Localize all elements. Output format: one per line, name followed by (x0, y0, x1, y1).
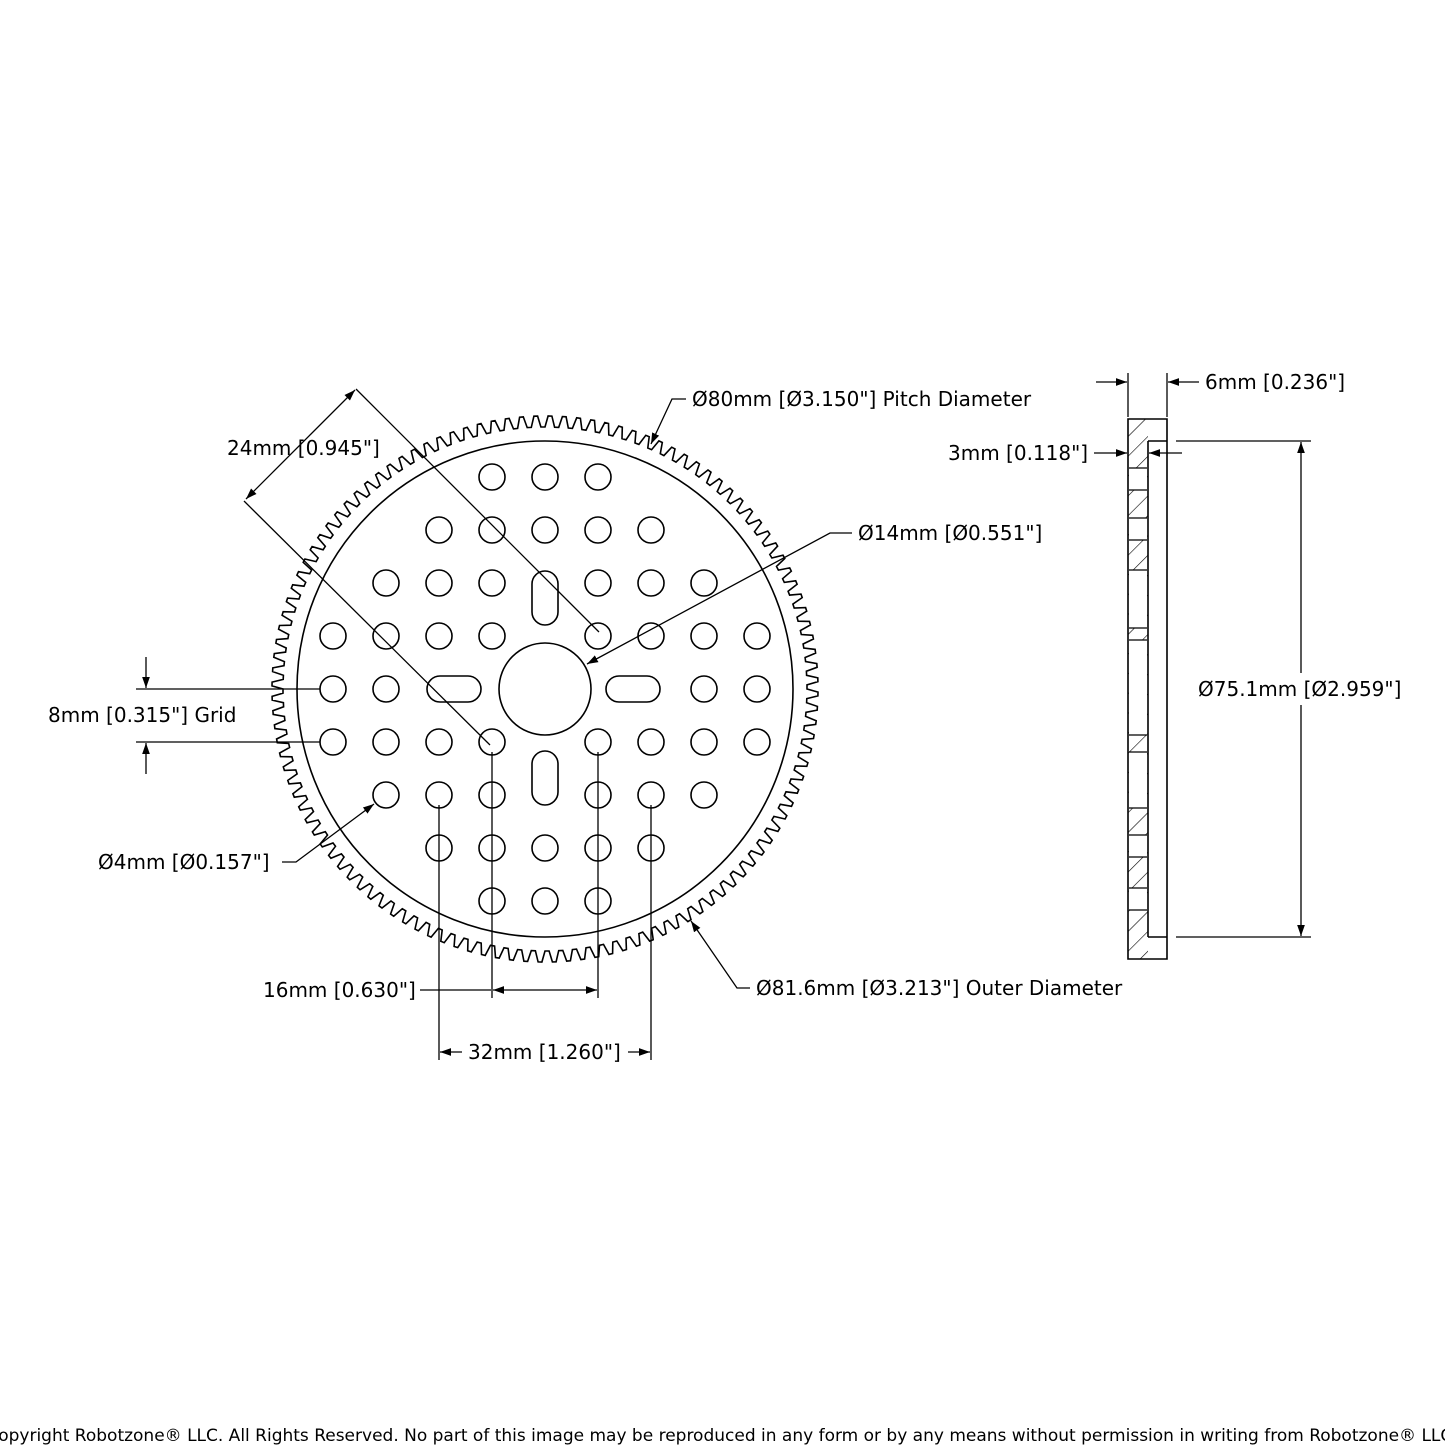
total-thickness-label: 6mm [0.236"] (1205, 370, 1345, 394)
hole-diameter-callout: Ø4mm [Ø0.157"] (98, 803, 375, 874)
grid-hole (319, 675, 347, 703)
center-bore (498, 642, 592, 736)
grid-hole (743, 675, 771, 703)
slot-top (531, 570, 559, 626)
grid-hole (372, 622, 400, 650)
center-bore-label: Ø14mm [Ø0.551"] (858, 521, 1042, 545)
hub-thickness-label: 3mm [0.118"] (948, 441, 1088, 465)
gear-front-view (271, 415, 819, 963)
grid-hole (425, 622, 453, 650)
grid-hole (319, 728, 347, 756)
grid-dimension: 8mm [0.315"] Grid (48, 657, 320, 774)
gear-side-view (1127, 418, 1168, 960)
hole-diameter-label: Ø4mm [Ø0.157"] (98, 850, 270, 874)
grid-hole (478, 516, 506, 544)
grid-hole (425, 516, 453, 544)
copyright-notice: Copyright Robotzone® LLC. All Rights Res… (0, 1426, 1445, 1445)
grid-hole (531, 463, 559, 491)
grid-hole (425, 781, 453, 809)
hub-diameter-label: Ø75.1mm [Ø2.959"] (1198, 677, 1401, 701)
grid-hole (372, 728, 400, 756)
grid-hole (425, 728, 453, 756)
pitch-diameter-label: Ø80mm [Ø3.150"] Pitch Diameter (692, 387, 1032, 411)
pitch-diameter-callout: Ø80mm [Ø3.150"] Pitch Diameter (650, 387, 1032, 445)
grid-hole (531, 834, 559, 862)
grid-hole (372, 781, 400, 809)
grid-hole (584, 728, 612, 756)
grid-hole (478, 622, 506, 650)
grid-hole (372, 675, 400, 703)
grid-hole (690, 622, 718, 650)
grid-hole (584, 569, 612, 597)
hub-thickness-dimension: 3mm [0.118"] (948, 441, 1182, 465)
grid-hole (743, 622, 771, 650)
slot-spacing-label: 24mm [0.945"] (227, 436, 380, 460)
grid-label: 8mm [0.315"] Grid (48, 703, 236, 727)
grid-hole (690, 781, 718, 809)
grid-hole (319, 622, 347, 650)
grid-hole (584, 622, 612, 650)
total-thickness-dimension: 6mm [0.236"] (1096, 370, 1345, 417)
grid-hole (425, 569, 453, 597)
grid-hole (637, 569, 665, 597)
grid-hole (637, 516, 665, 544)
grid-hole (531, 887, 559, 915)
hub-diameter-dimension: Ø75.1mm [Ø2.959"] (1176, 440, 1401, 938)
slot-left (426, 675, 482, 703)
grid-hole (372, 569, 400, 597)
slot-spacing-dimension: 24mm [0.945"] (227, 388, 600, 746)
grid-hole (637, 781, 665, 809)
spacing-32-dimension: 32mm [1.260"] (438, 805, 652, 1064)
spacing-32-label: 32mm [1.260"] (468, 1040, 621, 1064)
grid-hole (584, 516, 612, 544)
grid-hole (478, 463, 506, 491)
spacing-16-label: 16mm [0.630"] (263, 978, 416, 1002)
grid-hole (690, 728, 718, 756)
outer-diameter-label: Ø81.6mm [Ø3.213"] Outer Diameter (756, 976, 1123, 1000)
slot-bottom (531, 750, 559, 806)
grid-hole (478, 728, 506, 756)
grid-hole (531, 516, 559, 544)
center-bore-callout: Ø14mm [Ø0.551"] (586, 521, 1042, 665)
grid-hole (690, 569, 718, 597)
grid-hole (743, 728, 771, 756)
grid-hole (584, 463, 612, 491)
slot-right (605, 675, 661, 703)
grid-hole (690, 675, 718, 703)
outer-diameter-callout: Ø81.6mm [Ø3.213"] Outer Diameter (690, 920, 1123, 1000)
spacing-16-dimension: 16mm [0.630"] (263, 752, 599, 1002)
grid-hole (637, 728, 665, 756)
grid-hole (637, 622, 665, 650)
grid-hole (478, 569, 506, 597)
